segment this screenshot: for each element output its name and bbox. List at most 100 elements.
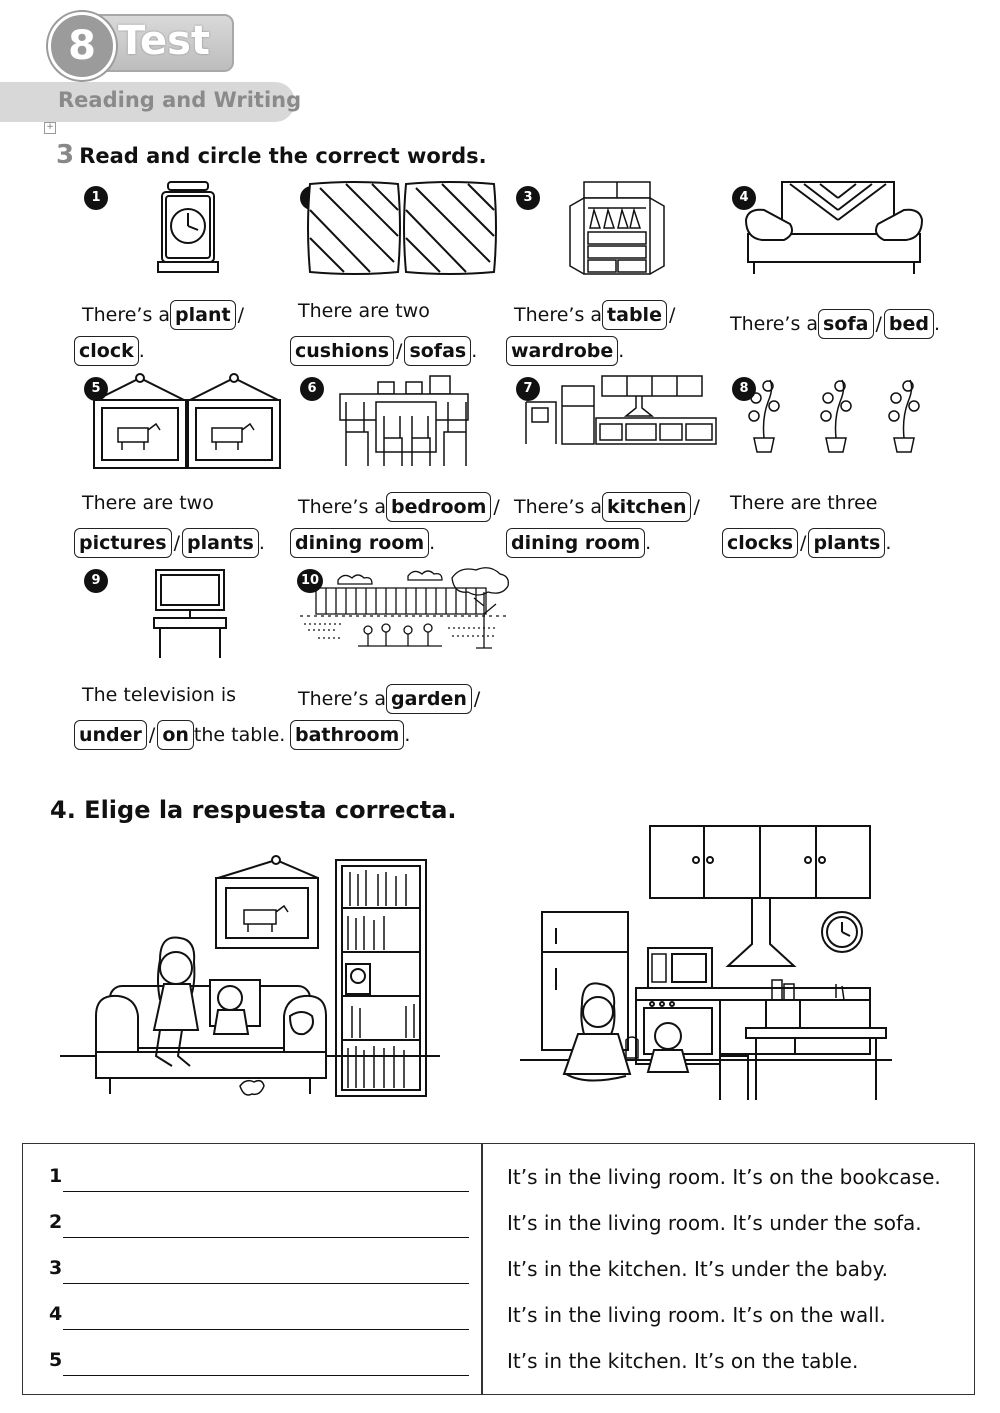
item-7-sentence-cont: dining room.	[506, 528, 651, 558]
item-3-option-b[interactable]: wardrobe	[506, 336, 619, 366]
item-8-sentence: There are three	[730, 492, 878, 514]
item-9-prefix: The television is	[82, 684, 237, 706]
clue-sentence: It’s in the living room. It’s under the …	[507, 1211, 922, 1235]
item-9-sentence: The television is	[82, 684, 236, 706]
item-9-suffix: the table.	[193, 724, 286, 746]
item-7-prefix: There’s a	[514, 496, 603, 518]
item-4-option-b[interactable]: bed	[883, 309, 934, 339]
item-number: 7	[516, 377, 540, 401]
clue-sentence: It’s in the living room. It’s on the wal…	[507, 1303, 886, 1327]
item-2-prefix: There are two	[298, 300, 430, 322]
item-10-sentence-cont: bathroom.	[290, 720, 410, 750]
clock-icon	[158, 180, 218, 276]
answer-number: 4	[49, 1303, 63, 1325]
answer-blank-1[interactable]	[63, 1191, 469, 1192]
item-2-period: .	[471, 340, 478, 362]
item-1-sentence-cont: clock.	[74, 336, 145, 366]
kitchen-icon	[522, 372, 718, 450]
item-number: 1	[84, 186, 108, 210]
answer-row: 4 It’s in the living room. It’s on the w…	[23, 1295, 974, 1341]
item-5-prefix: There are two	[82, 492, 214, 514]
answer-number: 3	[49, 1257, 63, 1279]
item-1-option-a[interactable]: plant	[170, 300, 236, 330]
kitchen-illustration	[520, 824, 892, 1102]
item-5-sentence: There are two	[82, 492, 214, 514]
item-number: 4	[732, 186, 756, 210]
section-banner	[0, 82, 295, 122]
item-6-option-a[interactable]: bedroom	[386, 492, 492, 522]
unit-number: 8	[48, 12, 116, 80]
item-number: 9	[84, 569, 108, 593]
item-3-prefix: There’s a	[514, 304, 603, 326]
exercise-4-title: 4. Elige la respuesta correcta.	[50, 796, 457, 824]
answer-table: 1 It’s in the living room. It’s on the b…	[22, 1143, 975, 1395]
item-2-option-b[interactable]: sofas	[404, 336, 472, 366]
answer-blank-4[interactable]	[63, 1329, 469, 1330]
item-6-period: .	[429, 532, 436, 554]
item-number: 10	[297, 569, 323, 593]
living-room-illustration	[60, 856, 440, 1104]
item-7-option-b[interactable]: dining room	[506, 528, 646, 558]
item-3-period: .	[618, 340, 625, 362]
item-7-option-a[interactable]: kitchen	[602, 492, 692, 522]
item-6-sentence-cont: dining room.	[290, 528, 435, 558]
item-9-option-a[interactable]: under	[74, 720, 147, 750]
item-8-sentence-cont: clocks/plants.	[722, 528, 891, 558]
item-2-sentence: There are two	[298, 300, 430, 322]
pictures-icon	[92, 372, 284, 470]
answer-row: 3 It’s in the kitchen. It’s under the ba…	[23, 1249, 974, 1295]
move-handle-icon[interactable]: +	[44, 122, 56, 134]
item-8-option-a[interactable]: clocks	[722, 528, 799, 558]
item-10-option-a[interactable]: garden	[386, 684, 472, 714]
item-2-option-a[interactable]: cushions	[290, 336, 395, 366]
answer-row: 2 It’s in the living room. It’s under th…	[23, 1203, 974, 1249]
answer-blank-2[interactable]	[63, 1237, 469, 1238]
dining-room-icon	[336, 372, 476, 470]
item-5-sentence-cont: pictures/plants.	[74, 528, 265, 558]
item-5-option-a[interactable]: pictures	[74, 528, 172, 558]
answer-number: 5	[49, 1349, 63, 1371]
item-5-option-b[interactable]: plants	[181, 528, 259, 558]
answer-blank-5[interactable]	[63, 1375, 469, 1376]
item-3-option-a[interactable]: table	[602, 300, 667, 330]
item-10-prefix: There’s a	[298, 688, 387, 710]
item-number: 6	[300, 377, 324, 401]
item-6-prefix: There’s a	[298, 496, 387, 518]
answer-blank-3[interactable]	[63, 1283, 469, 1284]
item-8-period: .	[885, 532, 892, 554]
item-9-option-b[interactable]: on	[157, 720, 194, 750]
item-10-option-b[interactable]: bathroom	[290, 720, 405, 750]
item-number: 8	[732, 377, 756, 401]
answer-row: 5 It’s in the kitchen. It’s on the table…	[23, 1341, 974, 1387]
item-4-prefix: There’s a	[730, 313, 819, 335]
item-3-sentence-cont: wardrobe.	[506, 336, 624, 366]
item-4-period: .	[934, 313, 941, 335]
television-icon	[152, 568, 228, 660]
answer-number: 2	[49, 1211, 63, 1233]
clue-sentence: It’s in the living room. It’s on the boo…	[507, 1165, 941, 1189]
table-divider	[481, 1144, 483, 1394]
plants-icon	[742, 376, 928, 456]
item-6-option-b[interactable]: dining room	[290, 528, 430, 558]
answer-row: 1 It’s in the living room. It’s on the b…	[23, 1157, 974, 1203]
item-8-prefix: There are three	[730, 492, 878, 514]
item-number: 3	[516, 186, 540, 210]
exercise-3-heading: 3 Read and circle the correct words.	[56, 140, 487, 170]
cushions-icon	[306, 180, 500, 276]
item-8-option-b[interactable]: plants	[808, 528, 886, 558]
unit-title: Test	[118, 18, 211, 64]
item-1-period: .	[138, 340, 145, 362]
clue-sentence: It’s in the kitchen. It’s on the table.	[507, 1349, 859, 1373]
wardrobe-icon	[568, 180, 666, 276]
item-1-option-b[interactable]: clock	[74, 336, 139, 366]
item-2-sentence-cont: cushions/sofas.	[290, 336, 477, 366]
item-5-period: .	[258, 532, 265, 554]
item-7-period: .	[645, 532, 652, 554]
item-4-option-a[interactable]: sofa	[818, 309, 874, 339]
section-title: Reading and Writing	[58, 88, 302, 112]
